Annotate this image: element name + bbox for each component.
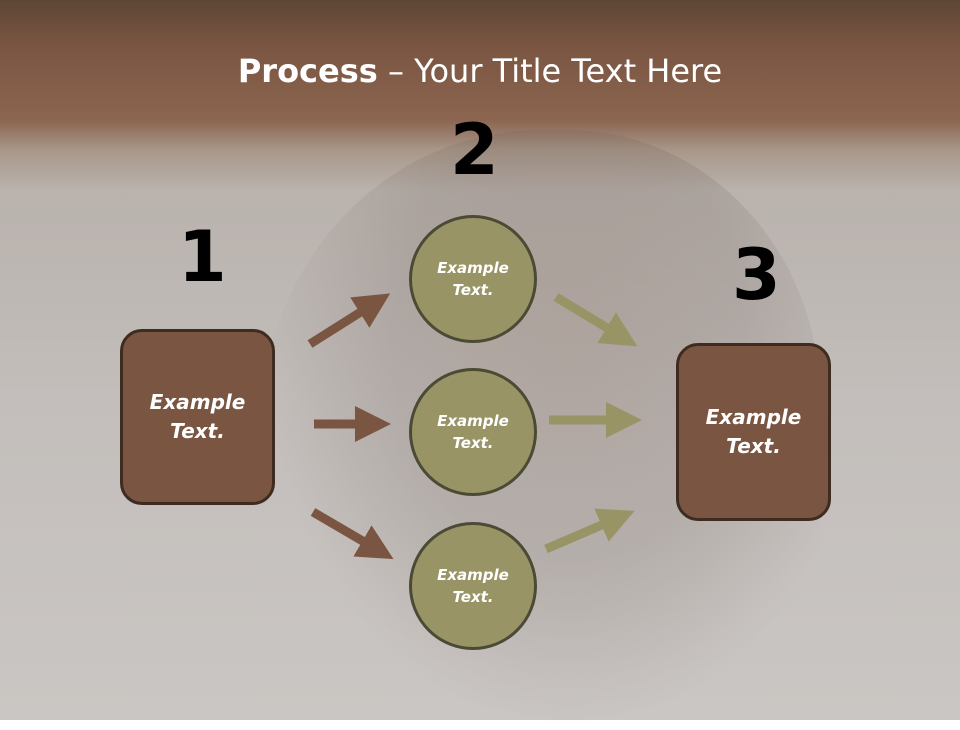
arrow-left-to-top [307,293,391,348]
left-box-line2: Text. [170,419,225,443]
step-number-2: 2 [450,109,499,191]
right-box-line1: Example [705,405,802,429]
circle-bottom-line2: Text. [452,588,494,606]
step-number-1: 1 [178,216,227,298]
circle-top-line1: Example [437,258,509,277]
right-box-line2: Text. [726,434,781,458]
arrow-bottom-to-right [544,508,635,554]
left-box-line1: Example [149,390,246,414]
title-rest: – Your Title Text Here [377,52,723,90]
arrow-left-to-bottom [310,508,394,560]
circle-middle-line2: Text. [452,434,494,452]
circle-top-line2: Text. [452,281,494,299]
right-box: Example Text. [676,343,831,521]
title-bold: Process [237,52,378,90]
step-number-3: 3 [732,234,781,316]
circle-middle: Example Text. [409,368,537,496]
circle-bottom-line1: Example [437,565,509,584]
left-box: Example Text. [120,329,275,505]
circle-middle-line1: Example [437,411,509,430]
arrow-top-to-right [553,293,638,347]
circle-top: Example Text. [409,215,537,343]
slide-title: Process – Your Title Text Here [0,52,960,90]
circle-bottom: Example Text. [409,522,537,650]
